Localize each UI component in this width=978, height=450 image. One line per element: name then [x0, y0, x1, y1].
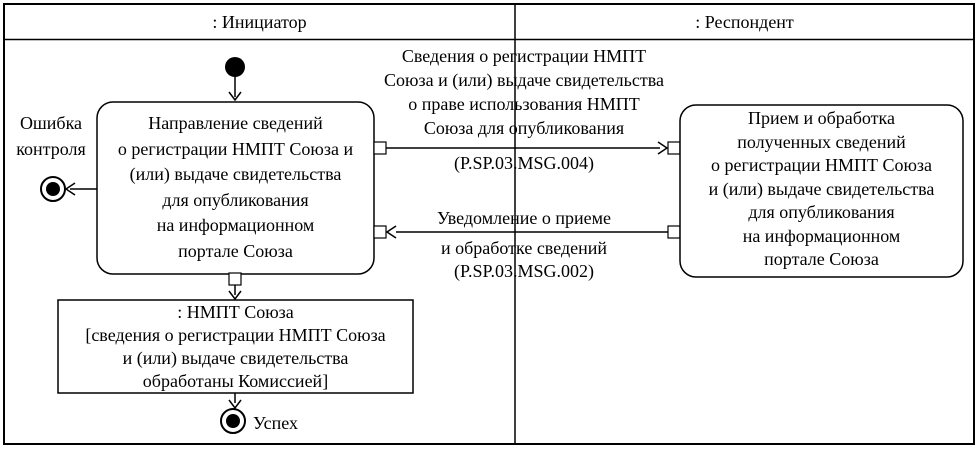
response-message-label-line2: и обработке сведений — [440, 238, 608, 258]
request-message-label: Сведения о регистрации НМПТ Союза и (или… — [384, 46, 664, 138]
initial-flow-arrowhead — [228, 91, 242, 102]
request-message-code: (P.SP.03.MSG.004) — [453, 153, 595, 173]
response-message-code: (P.SP.03.MSG.002) — [453, 261, 595, 281]
action-send-info-label: Направление сведений о регистрации НМПТ … — [117, 113, 354, 261]
lane-header-respondent: : Респондент — [695, 12, 794, 32]
diagram-border — [3, 3, 975, 445]
response-message-label-line1: Уведомление о приеме — [437, 208, 611, 228]
initial-node — [225, 57, 245, 77]
success-flow-arrowhead — [228, 399, 242, 410]
pin-response-in — [373, 225, 387, 239]
lane-header-initiator: : Инициатор — [212, 12, 307, 32]
action-box-receive-info — [679, 104, 964, 278]
request-flow-arrowhead — [657, 141, 669, 155]
success-final-node-inner — [226, 414, 240, 428]
success-label: Успех — [253, 413, 298, 433]
action-receive-info-label: Прием и обработка полученных сведений о … — [708, 108, 935, 269]
pin-object-out — [228, 272, 242, 286]
object-node-label: : НМПТ Союза [сведения о регистрации НМП… — [85, 302, 386, 391]
response-flow-arrowhead — [385, 225, 397, 239]
error-final-node-inner — [46, 182, 60, 196]
object-flow-arrowhead — [228, 290, 242, 301]
error-label: Ошибка контроля — [16, 113, 86, 159]
